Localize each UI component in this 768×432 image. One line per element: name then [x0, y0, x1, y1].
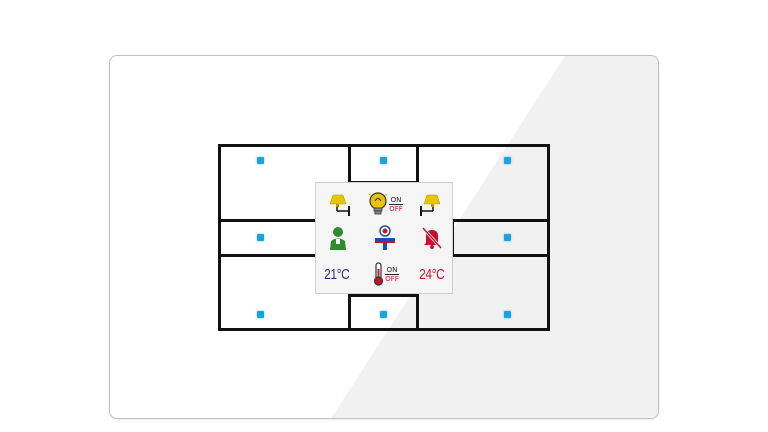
key-middle-right[interactable]	[451, 219, 550, 257]
temperature-right-value: 24°C	[419, 265, 445, 283]
key-middle-left[interactable]	[218, 219, 318, 257]
temperature-left[interactable]: 21°C	[316, 257, 358, 291]
led-top-right	[504, 157, 511, 164]
led-middle-left	[257, 234, 264, 241]
key-top-center[interactable]	[348, 144, 419, 184]
thermometer-on-off-icon[interactable]: ON OFF	[364, 257, 406, 291]
led-bottom-left	[257, 311, 264, 318]
on-off-label: ON OFF	[389, 195, 403, 213]
wall-lamp-left-icon[interactable]	[318, 187, 358, 221]
wall-lamp-right-icon[interactable]	[412, 187, 452, 221]
light-bulb-on-off-icon[interactable]: ON OFF	[364, 187, 406, 221]
temperature-right[interactable]: 24°C	[410, 257, 454, 291]
on-off-label-2: ON OFF	[385, 265, 399, 283]
led-bottom-center	[380, 311, 387, 318]
thermostat-control-icon[interactable]	[365, 221, 405, 255]
led-middle-right	[504, 234, 511, 241]
led-top-center	[380, 157, 387, 164]
person-icon[interactable]	[318, 221, 358, 255]
temperature-left-value: 21°C	[324, 265, 350, 283]
led-bottom-right	[504, 311, 511, 318]
touch-display[interactable]: ON OFF	[315, 182, 453, 294]
led-top-left	[257, 157, 264, 164]
bell-muted-icon[interactable]	[412, 221, 452, 255]
